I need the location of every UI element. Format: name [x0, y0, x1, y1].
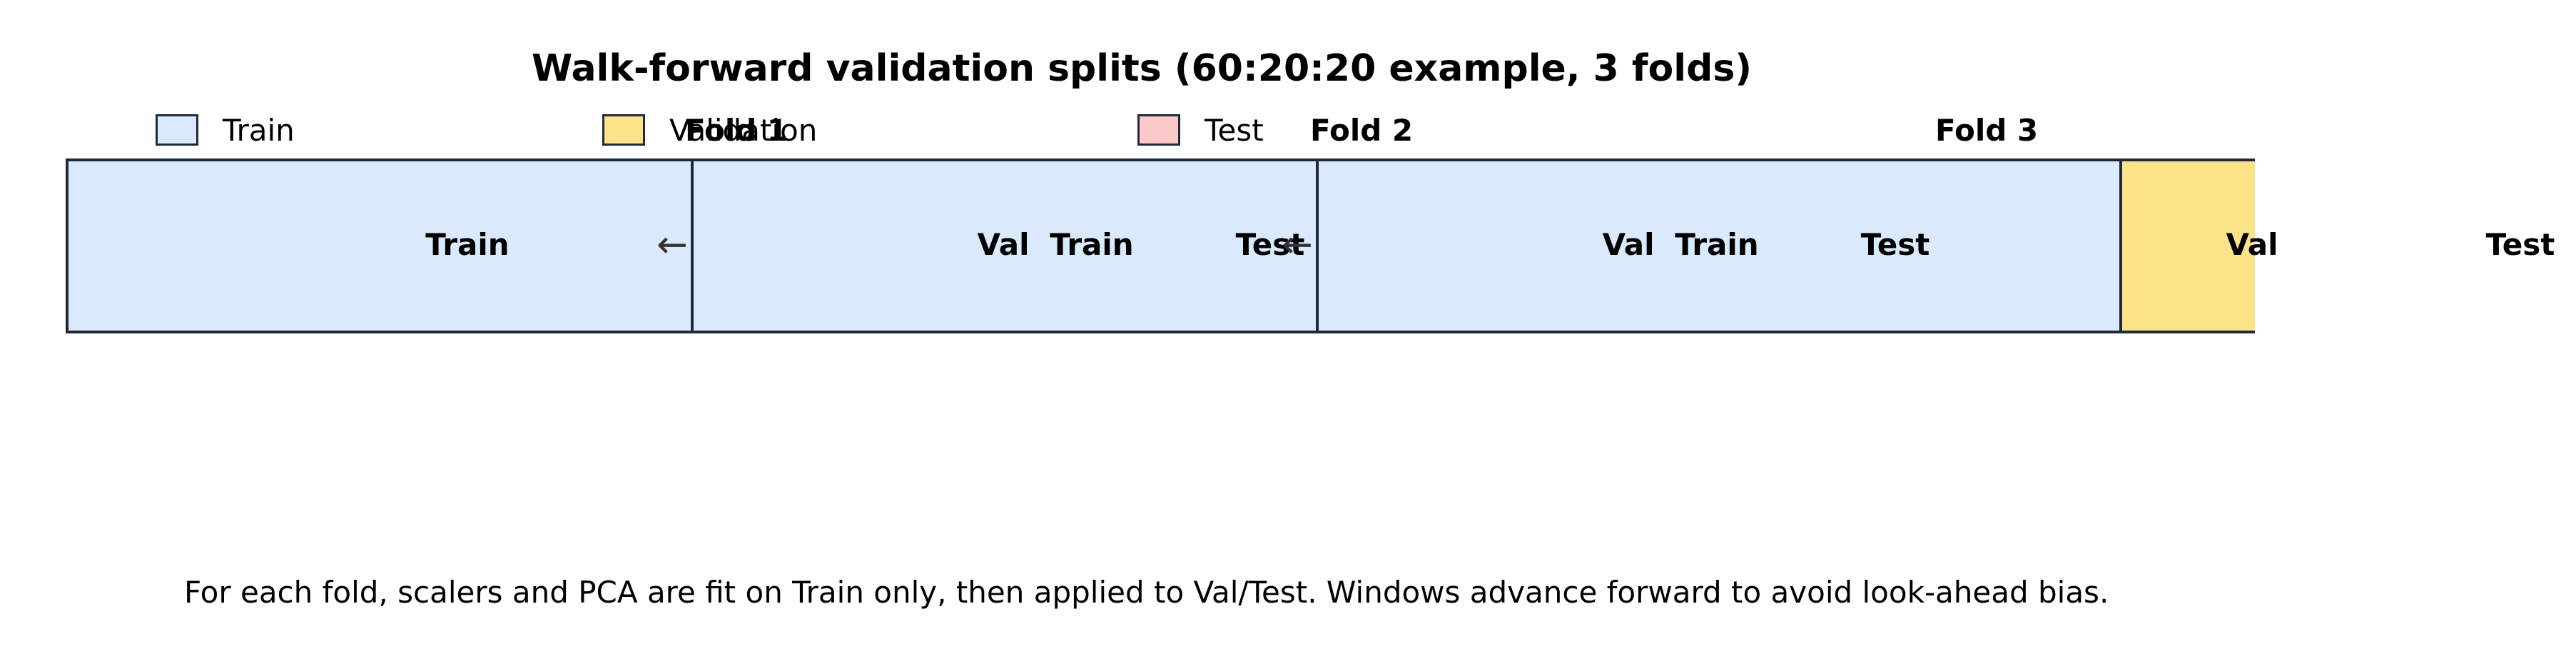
- left-arrow-icon: ←: [656, 223, 688, 266]
- legend-label-train: Train: [223, 113, 295, 148]
- segment-train-1: [66, 159, 694, 333]
- floating-label-val-2: Val: [1602, 227, 1655, 262]
- segment-label-train-1: Train: [425, 227, 509, 262]
- diagram-title: Walk-forward validation splits (60:20:20…: [531, 47, 1753, 90]
- segment-val-3: [2119, 159, 2255, 333]
- fold-title-2: Fold 2: [1310, 113, 1414, 148]
- legend-swatch-test: [1137, 114, 1180, 146]
- footnote: For each fold, scalers and PCA are fit o…: [184, 575, 2109, 610]
- segment-train-3: [1316, 159, 2122, 333]
- fold-title-3: Fold 3: [1935, 113, 2039, 148]
- legend-swatch-train: [156, 114, 198, 146]
- segment-label-train-3: Train: [1675, 227, 1759, 262]
- fold-title-1: Fold 1: [685, 113, 788, 148]
- floating-label-test-2: Test: [1860, 227, 1930, 262]
- legend-label-test: Test: [1205, 113, 1264, 148]
- legend-label-validation: Validation: [669, 113, 818, 148]
- floating-label-test-3: Test: [2485, 227, 2555, 262]
- legend-swatch-validation: [602, 114, 645, 146]
- floating-label-test-1: Test: [1235, 227, 1305, 262]
- segment-train-2: [691, 159, 1319, 333]
- floating-label-val-1: Val: [977, 227, 1030, 262]
- segment-label-train-2: Train: [1050, 227, 1134, 262]
- left-arrow-icon: ←: [1282, 223, 1313, 266]
- segment-label-val-3: Val: [2226, 227, 2278, 262]
